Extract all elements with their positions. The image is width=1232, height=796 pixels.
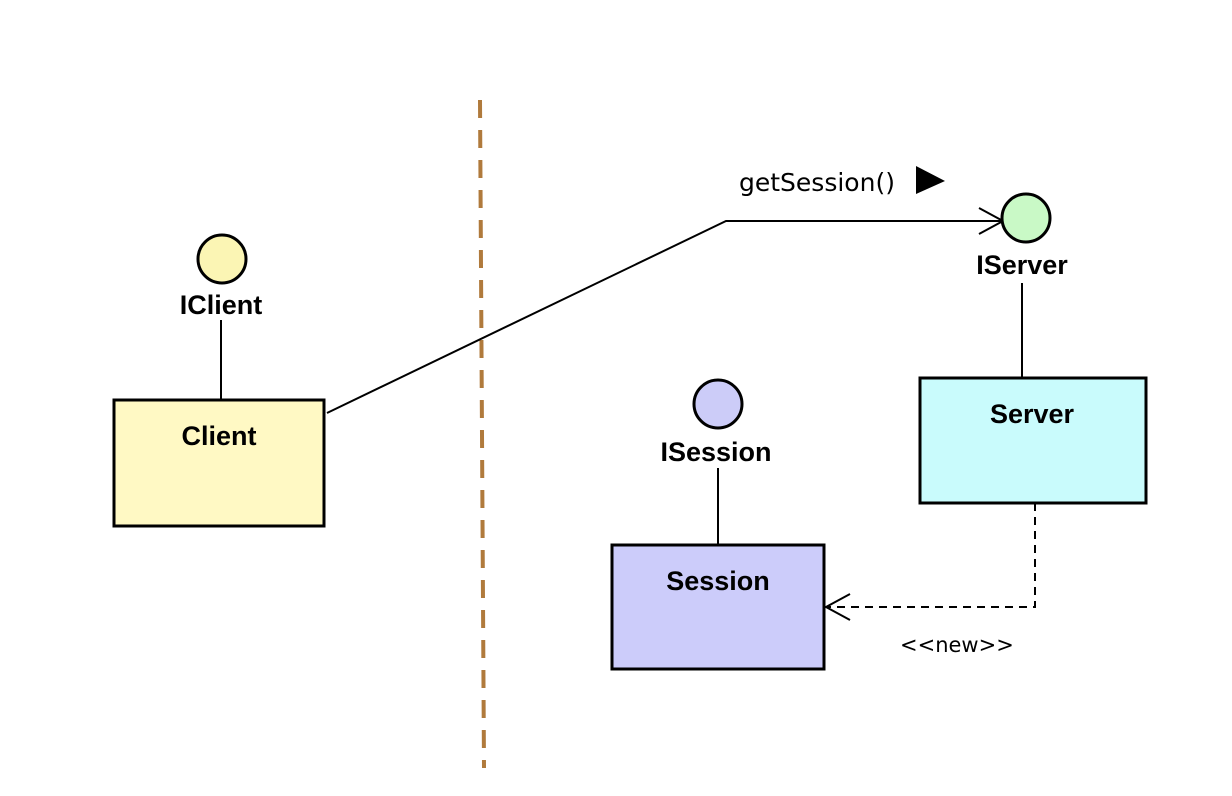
iserver-interface-icon[interactable]: [1000, 192, 1052, 244]
message-label-getsession: getSession(): [739, 168, 895, 197]
session-component-label: Session: [666, 566, 770, 596]
new-dependency-connector: [826, 503, 1036, 608]
dependency-arrowhead-icon: [823, 593, 851, 621]
iserver-label: IServer: [976, 250, 1068, 280]
server-component-label: Server: [990, 399, 1075, 429]
client-component-label: Client: [181, 421, 256, 451]
iclient-interface-icon[interactable]: [196, 233, 248, 285]
isession-label: ISession: [660, 437, 771, 467]
client-component[interactable]: [112, 398, 326, 528]
getsession-connector: [326, 220, 1003, 414]
new-stereotype-label: <<new>>: [900, 633, 1014, 657]
server-component[interactable]: [918, 376, 1148, 505]
session-component[interactable]: [610, 543, 826, 671]
isession-interface-icon[interactable]: [692, 378, 744, 430]
boundary-divider: [478, 99, 486, 769]
iclient-label: IClient: [180, 290, 263, 320]
right-triangle-arrow-icon: [916, 166, 945, 194]
